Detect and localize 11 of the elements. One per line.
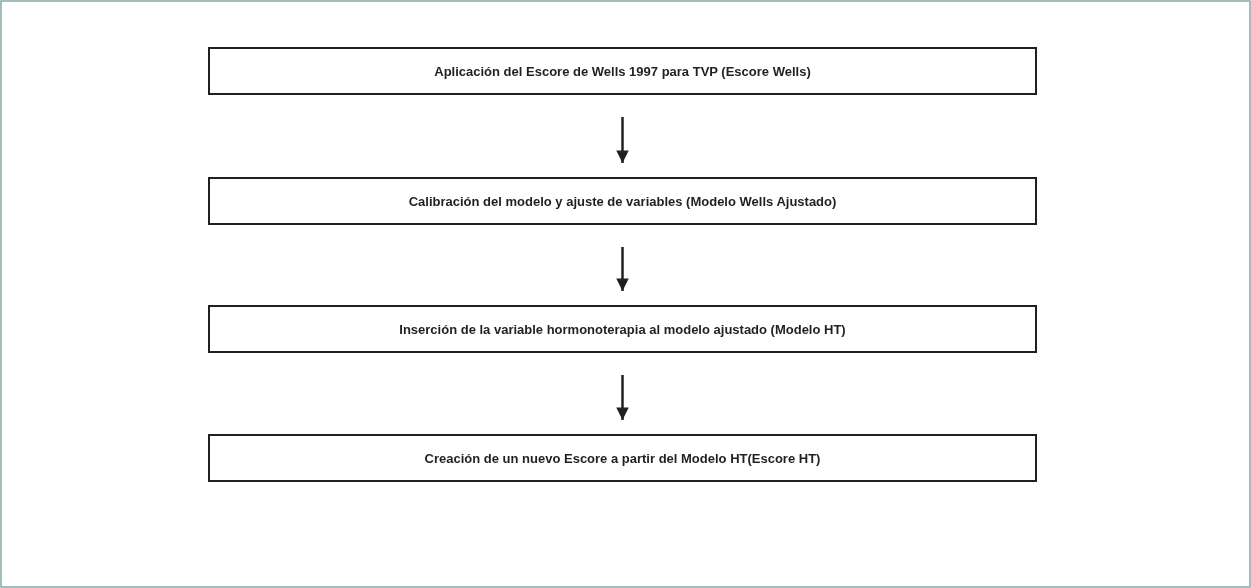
step-text: Aplicación del Escore de Wells 1997 para TVP (Escore Wells) bbox=[434, 63, 811, 79]
process-box bbox=[208, 434, 1037, 482]
arrow bbox=[616, 375, 629, 420]
step-text: Creación de un nuevo Escore a partir del Modelo HT(Escore HT) bbox=[424, 450, 821, 466]
arrow bbox=[616, 247, 629, 291]
process-box bbox=[208, 47, 1037, 95]
step-text: Calibración del modelo y ajuste de variables (Modelo Wells Ajustado) bbox=[408, 193, 837, 209]
step-text: Inserción de la variable hormonoterapia al modelo ajustado (Modelo HT) bbox=[399, 321, 846, 337]
process-box bbox=[208, 177, 1037, 225]
process-box bbox=[208, 305, 1037, 353]
arrow bbox=[616, 117, 629, 163]
